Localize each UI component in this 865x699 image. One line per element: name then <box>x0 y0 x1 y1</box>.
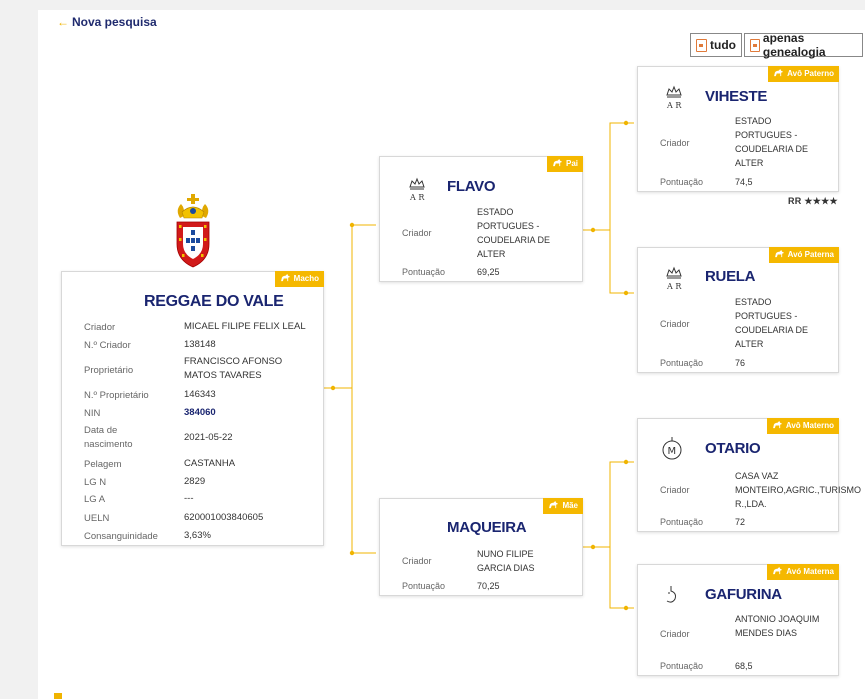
dam-card[interactable]: Mãe MAQUEIRA Criador NUNO FILIPE GARCIA … <box>379 498 583 596</box>
breeder-label: Criador <box>660 138 690 148</box>
crown-ar-brand-icon: A R <box>409 177 425 202</box>
paternal-grandsire-badge: Avô Paterno <box>768 66 839 82</box>
paternal-grandsire-score-value: 74,5 <box>735 177 753 187</box>
svg-text:A R: A R <box>409 193 425 202</box>
footer-arrow-icon <box>54 693 62 699</box>
svg-text:M: M <box>668 446 677 457</box>
breeder-value: MICAEL FILIPE FELIX LEAL <box>184 321 306 332</box>
breeder-label: Criador <box>402 556 432 566</box>
lgn-value: 2829 <box>184 476 206 487</box>
inbreeding-value: 3,63% <box>184 530 211 541</box>
maternal-grandsire-breeder-value: CASA VAZ MONTEIRO,AGRIC.,TURISMO R.,LDA. <box>735 471 861 509</box>
field-label: LG A <box>84 494 106 505</box>
owner-number-value: 146343 <box>184 389 216 400</box>
breeder-number-value: 138148 <box>184 339 216 350</box>
score-label: Pontuação <box>402 581 446 591</box>
maternal-grandsire-badge: Avô Materno <box>766 418 839 434</box>
paternal-granddam-card[interactable]: Avó Paterna A R RUELA Criador ESTADO POR… <box>637 247 839 373</box>
maternal-granddam-name: GAFURINA <box>705 586 782 603</box>
horse-icon <box>773 567 783 575</box>
rating-badge: RR ★★★★ <box>788 196 838 206</box>
coat-of-arms-icon <box>176 194 210 268</box>
coat-value: CASTANHA <box>184 458 236 469</box>
sex-badge: Macho <box>274 271 324 287</box>
field-label: UELN <box>84 513 110 524</box>
maternal-grandsire-name: OTARIO <box>705 440 761 457</box>
sire-card[interactable]: Pai A R FLAVO Criador ESTADO PORTUGUES -… <box>379 156 583 282</box>
field-label: N.º Proprietário <box>84 390 149 401</box>
horse-icon <box>772 421 782 429</box>
score-label: Pontuação <box>660 517 704 527</box>
nin-link[interactable]: 384060 <box>184 407 216 418</box>
paternal-granddam-score-value: 76 <box>735 358 746 368</box>
svg-text:A R: A R <box>666 101 682 110</box>
dam-breeder-value: NUNO FILIPE GARCIA DIAS <box>477 549 535 573</box>
breeder-label: Criador <box>660 485 690 495</box>
ueln-value: 620001003840605 <box>184 512 264 523</box>
field-label: Data de nascimento <box>84 425 133 450</box>
dam-badge: Mãe <box>543 498 583 514</box>
maternal-granddam-score-value: 68,5 <box>735 661 753 671</box>
pdf-all-button[interactable]: tudo <box>690 33 742 57</box>
crown-ar-brand-icon: A R <box>666 85 682 110</box>
field-label: Pelagem <box>84 459 122 470</box>
score-label: Pontuação <box>660 358 704 368</box>
field-label: LG N <box>84 477 107 488</box>
paternal-grandsire-breeder-value: ESTADO PORTUGUES - COUDELARIA DE ALTER <box>735 116 809 168</box>
score-label: Pontuação <box>402 267 446 277</box>
horse-icon <box>553 159 562 167</box>
maternal-granddam-breeder-value: ANTONIO JOAQUIM MENDES DIAS <box>735 614 820 638</box>
horse-name: REGGAE DO VALE <box>144 293 284 310</box>
horse-icon <box>280 274 290 282</box>
paternal-granddam-badge: Avó Paterna <box>768 247 839 263</box>
breeder-label: Criador <box>660 319 690 329</box>
maternal-grandsire-card[interactable]: Avô Materno M OTARIO Criador CASA VAZ MO… <box>637 418 861 532</box>
maternal-grandsire-score-value: 72 <box>735 517 746 527</box>
sire-badge: Pai <box>546 156 583 172</box>
birth-date-value: 2021-05-22 <box>184 432 233 443</box>
back-link[interactable]: ←Nova pesquisa <box>57 15 157 29</box>
hook-brand-icon <box>666 586 676 603</box>
svg-text:A R: A R <box>666 282 682 291</box>
pdf-icon <box>696 38 707 52</box>
sire-score-value: 69,25 <box>477 267 500 277</box>
main-horse-card: Macho REGGAE DO VALE Criador MICAEL FILI… <box>61 271 324 546</box>
field-label: NIN <box>84 408 101 419</box>
sire-breeder-value: ESTADO PORTUGUES - COUDELARIA DE ALTER <box>477 207 551 259</box>
breeder-label: Criador <box>402 228 432 238</box>
score-label: Pontuação <box>660 177 704 187</box>
breeder-label: Criador <box>660 629 690 639</box>
horse-icon <box>774 250 784 258</box>
dam-name: MAQUEIRA <box>447 519 527 536</box>
arrow-left-icon: ← <box>57 15 69 29</box>
owner-value: FRANCISCO AFONSO MATOS TAVARES <box>184 356 283 381</box>
paternal-granddam-breeder-value: ESTADO PORTUGUES - COUDELARIA DE ALTER <box>735 297 809 349</box>
crown-ar-brand-icon: A R <box>666 266 682 291</box>
sire-name: FLAVO <box>447 178 496 195</box>
horse-icon <box>549 501 559 509</box>
field-label: Proprietário <box>84 365 134 376</box>
pdf-export-group: tudo apenas genealogia <box>690 31 865 59</box>
pdf-icon <box>750 38 760 52</box>
score-label: Pontuação <box>660 661 704 671</box>
maternal-granddam-card[interactable]: Avó Materna GAFURINA Criador ANTONIO JOA… <box>637 564 839 676</box>
maternal-granddam-badge: Avó Materna <box>767 564 839 580</box>
field-label: N.º Criador <box>84 340 131 351</box>
pdf-genealogy-button[interactable]: apenas genealogia <box>744 31 863 59</box>
lga-value: --- <box>184 493 194 504</box>
paternal-granddam-name: RUELA <box>705 268 756 285</box>
field-label: Consanguinidade <box>84 531 158 542</box>
paternal-grandsire-name: VIHESTE <box>705 88 768 105</box>
back-label: Nova pesquisa <box>72 15 157 29</box>
paternal-grandsire-card[interactable]: Avô Paterno A R VIHESTE Criador ESTADO P… <box>637 66 839 192</box>
circled-m-brand-icon: M <box>662 437 682 460</box>
horse-icon <box>774 69 784 77</box>
field-label: Criador <box>84 322 116 333</box>
dam-score-value: 70,25 <box>477 581 500 591</box>
